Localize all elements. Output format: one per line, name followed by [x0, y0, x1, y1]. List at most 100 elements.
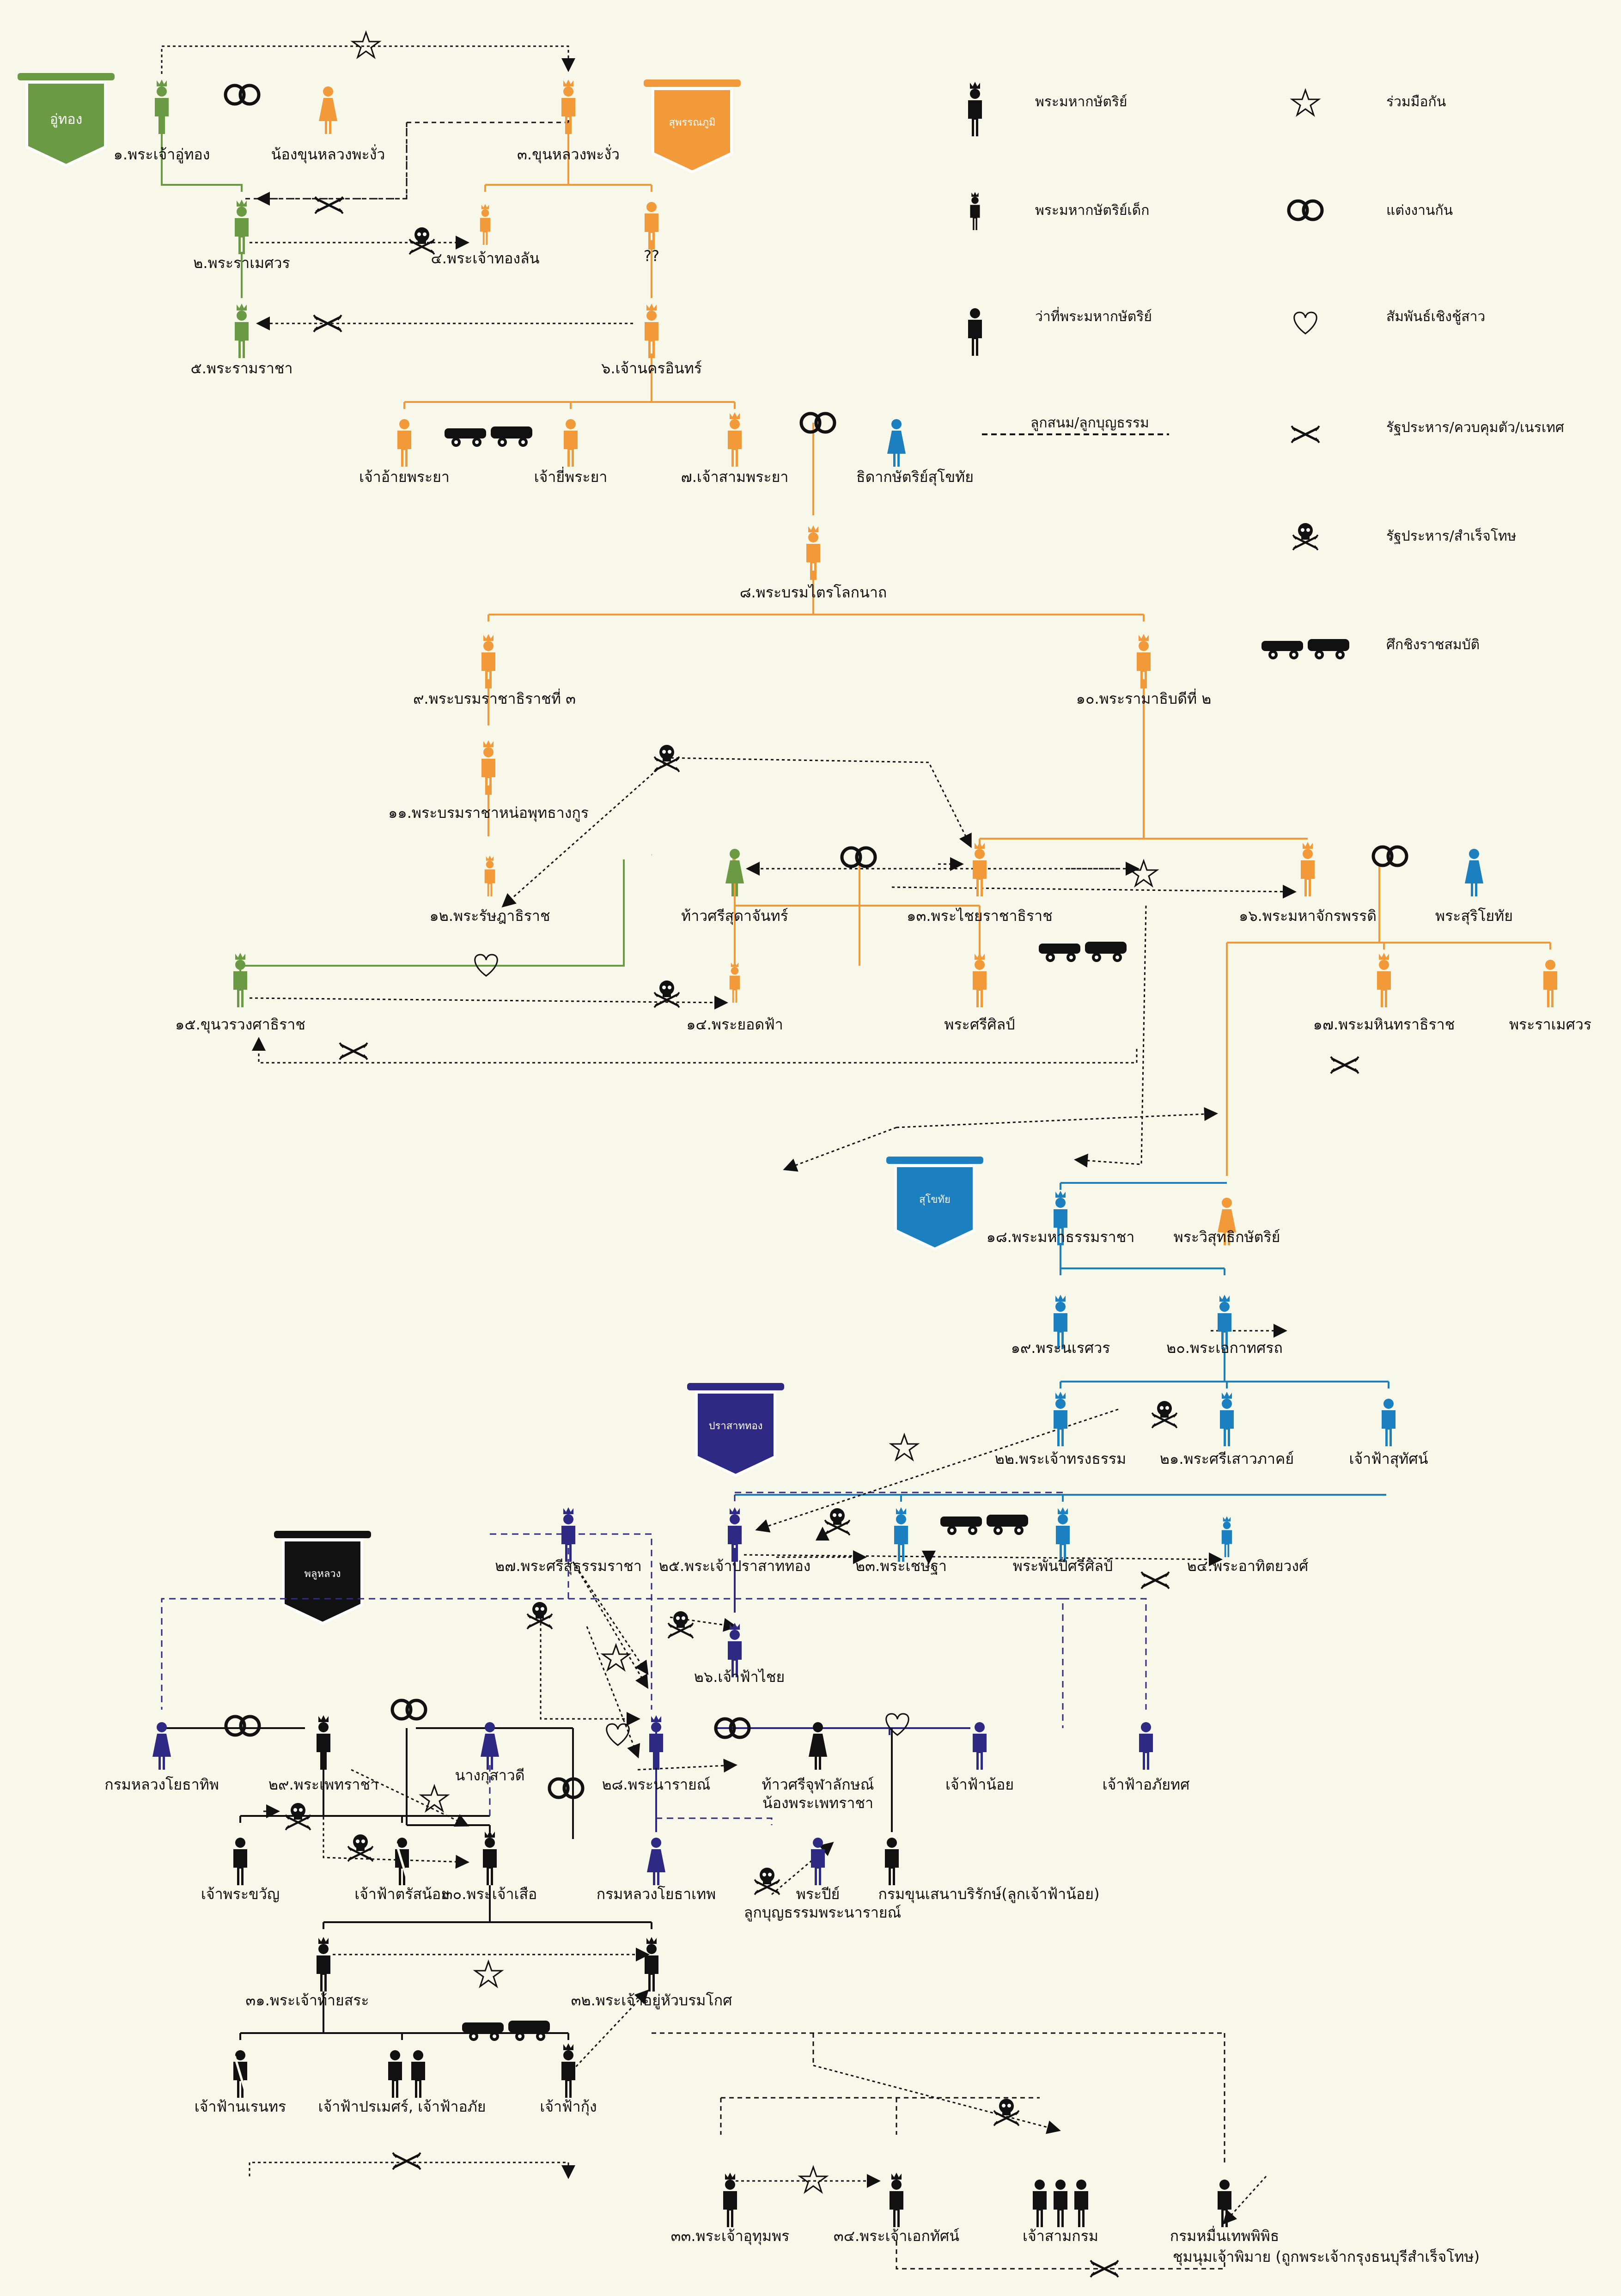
person-p1w: น้องขุนหลวงพะงั่ว: [271, 86, 385, 164]
person-p21: ๒๑.พระศรีเสาวภาคย์: [1160, 1392, 1294, 1468]
svg-text:น้องขุนหลวงพะงั่ว: น้องขุนหลวงพะงั่ว: [271, 144, 385, 164]
person-p22: ๒๒.พระเจ้าทรงธรรม: [995, 1392, 1126, 1468]
svg-text:พระมหากษัตริย์เด็ก: พระมหากษัตริย์เด็ก: [1035, 201, 1149, 219]
svg-text:เจ้าพระขวัญ: เจ้าพระขวัญ: [201, 1885, 280, 1903]
svg-text:น้องพระเพทราชา: น้องพระเพทราชา: [762, 1794, 873, 1812]
star-icon: [799, 2166, 828, 2193]
svg-text:พระราเมศวร: พระราเมศวร: [1509, 1016, 1591, 1033]
svg-text:ศึกชิงราชสมบัติ: ศึกชิงราชสมบัติ: [1386, 637, 1480, 653]
svg-text:๒๔.พระอาทิตยวงศ์: ๒๔.พระอาทิตยวงศ์: [1187, 1557, 1309, 1575]
svg-text:๓๐.พระเจ้าเสือ: ๓๐.พระเจ้าเสือ: [443, 1885, 537, 1903]
legend-future-king: ว่าที่พระมหากษัตริย์: [968, 307, 1152, 356]
marriage-icon: [842, 848, 875, 866]
star-icon: [602, 1644, 630, 1671]
svg-text:เจ้าอ้ายพระยา: เจ้าอ้ายพระยา: [359, 468, 450, 486]
marriage-icon: [392, 1700, 426, 1719]
coup-icon: [340, 1043, 367, 1060]
war-icon: [940, 1515, 1028, 1535]
svg-text:พระมหากษัตริย์: พระมหากษัตริย์: [1035, 94, 1127, 110]
person-suthat: เจ้าฟ้าสุทัศน์: [1349, 1399, 1428, 1468]
person-yi: เจ้ายี่พระยา: [534, 419, 608, 486]
svg-text:เจ้าฟ้าสุทัศน์: เจ้าฟ้าสุทัศน์: [1349, 1450, 1428, 1468]
legend-war: ศึกชิงราชสมบัติ: [1261, 637, 1480, 659]
person-yothathep: กรมหลวงโยธาเทพ: [597, 1838, 716, 1903]
banner-sukhothai-label: สุโขทัย: [919, 1194, 951, 1206]
person-yothathip: กรมหลวงโยธาทิพ: [104, 1722, 219, 1793]
svg-text:๒๓.พระเชษฐา: ๒๓.พระเชษฐา: [855, 1557, 947, 1575]
svg-text:๖.เจ้านครอินทร์: ๖.เจ้านครอินทร์: [601, 359, 702, 377]
svg-text:๑๐.พระรามาธิบดีที่ ๒: ๑๐.พระรามาธิบดีที่ ๒: [1076, 688, 1212, 707]
svg-text:ธิดากษัตริย์สุโขทัย: ธิดากษัตริย์สุโขทัย: [856, 468, 974, 486]
svg-text:๑๖.พระมหาจักรพรรดิ: ๑๖.พระมหาจักรพรรดิ: [1239, 907, 1377, 925]
person-phanpi: พระพันปีศรีศิลป์: [1013, 1507, 1113, 1575]
person-p30: ๓๐.พระเจ้าเสือ: [443, 1831, 537, 1903]
person-p8: ๘.พระบรมไตรโลกนาถ: [740, 525, 887, 601]
person-ai: เจ้าอ้ายพระยา: [359, 419, 450, 486]
svg-text:๑๕.ขุนวรวงศาธิราช: ๑๕.ขุนวรวงศาธิราช: [175, 1016, 305, 1034]
legend-adopted: ลูกสนม/ลูกบุญธรรม: [982, 415, 1169, 435]
person-srisin: พระศรีศิลป์: [944, 953, 1015, 1033]
svg-text:กรมขุนเสนาบริรักษ์(ลูกเจ้าฟ้าน: กรมขุนเสนาบริรักษ์(ลูกเจ้าฟ้าน้อย): [878, 1885, 1100, 1903]
svg-text:๓๑.พระเจ้าท้ายสระ: ๓๑.พระเจ้าท้ายสระ: [245, 1991, 369, 2009]
person-p3: ๓.ขุนหลวงพะงั่ว: [517, 79, 620, 164]
person-p2: ๒.พระราเมศวร: [193, 200, 290, 272]
coup-execute-icon: [1152, 1401, 1177, 1428]
person-p12: ๑๒.พระรัษฎาธิราช: [429, 856, 550, 925]
coup-execute-icon: [668, 1611, 693, 1638]
svg-text:๓๔.พระเจ้าเอกทัศน์: ๓๔.พระเจ้าเอกทัศน์: [834, 2227, 959, 2245]
svg-text:๕.พระรามราชา: ๕.พระรามราชา: [191, 359, 293, 377]
person-kraodi: นางกุสาวดี: [455, 1722, 525, 1784]
person-ramesuan2: พระราเมศวร: [1509, 960, 1591, 1033]
person-phrapi: พระปีย์ ลูกบุญธรรมพระนารายณ์: [744, 1838, 901, 1922]
person-naren: เจ้าฟ้านเรนทร: [195, 2050, 286, 2115]
marriage-icon: [801, 414, 835, 432]
person-p11: ๑๑.พระบรมราชาหน่อพุทธางกูร: [388, 740, 589, 822]
person-p27: ๒๗.พระศรีสุธรรมราชา: [495, 1507, 642, 1575]
svg-text:๑๔.พระยอดฟ้า: ๑๔.พระยอดฟ้า: [686, 1016, 783, 1033]
svg-text:แต่งงานกัน: แต่งงานกัน: [1386, 202, 1453, 219]
person-p19: ๑๙.พระนเรศวร: [1011, 1295, 1110, 1357]
svg-text:พระวิสุทธิกษัตริย์: พระวิสุทธิกษัตริย์: [1174, 1228, 1280, 1246]
svg-text:๒๗.พระศรีสุธรรมราชา: ๒๗.พระศรีสุธรรมราชา: [495, 1557, 642, 1575]
person-p26: ๒๖.เจ้าฟ้าไชย: [694, 1623, 785, 1686]
svg-text:๒๙.พระเพทราชา: ๒๙.พระเพทราชา: [268, 1776, 378, 1793]
svg-text:พระพันปีศรีศิลป์: พระพันปีศรีศิลป์: [1013, 1557, 1113, 1575]
svg-text:กรมหมื่นเทพพิพิธ: กรมหมื่นเทพพิพิธ: [1170, 2226, 1280, 2245]
svg-text:๓๒.พระเจ้าอยู่หัวบรมโกศ: ๓๒.พระเจ้าอยู่หัวบรมโกศ: [571, 1991, 732, 2010]
star-icon: [420, 1785, 449, 1812]
svg-text:พระปีย์: พระปีย์: [796, 1885, 840, 1903]
person-unknown: ??: [644, 202, 659, 265]
svg-text:ลูกบุญธรรมพระนารายณ์: ลูกบุญธรรมพระนารายณ์: [744, 1904, 901, 1922]
legend-coup-execute: รัฐประหาร/สำเร็จโทษ: [1293, 523, 1517, 550]
person-khwan: เจ้าพระขวัญ: [201, 1838, 280, 1903]
svg-text:นางกุสาวดี: นางกุสาวดี: [455, 1766, 524, 1784]
person-p7: ๗.เจ้าสามพระยา: [681, 412, 788, 486]
banner-suphan-label: สุพรรณภูมิ: [669, 117, 716, 128]
svg-text:๒๘.พระนารายณ์: ๒๘.พระนารายณ์: [602, 1776, 711, 1793]
person-p16: ๑๖.พระมหาจักรพรรดิ: [1239, 842, 1377, 925]
svg-text:๓๓.พระเจ้าอุทุมพร: ๓๓.พระเจ้าอุทุมพร: [671, 2227, 790, 2245]
person-trasnoi: เจ้าฟ้าตรัสน้อย: [354, 1838, 450, 1903]
svg-text:รัฐประหาร/สำเร็จโทษ: รัฐประหาร/สำเร็จโทษ: [1386, 527, 1517, 544]
person-suriyothai: พระสุริโยทัย: [1435, 849, 1513, 925]
marriage-icon: [226, 1717, 259, 1735]
svg-text:รัฐประหาร/ควบคุมตัว/เนรเทศ: รัฐประหาร/ควบคุมตัว/เนรเทศ: [1386, 420, 1564, 436]
person-p1: ๑.พระเจ้าอู่ทอง: [114, 79, 210, 164]
svg-text:??: ??: [644, 247, 659, 265]
person-p32: ๓๒.พระเจ้าอยู่หัวบรมโกศ: [571, 1937, 732, 2010]
person-p33: ๓๓.พระเจ้าอุทุมพร: [671, 2173, 790, 2245]
svg-text:กรมหลวงโยธาทิพ: กรมหลวงโยธาทิพ: [104, 1776, 219, 1793]
svg-text:ชุมนุมเจ้าพิมาย (ถูกพระเจ้ากรุ: ชุมนุมเจ้าพิมาย (ถูกพระเจ้ากรุงธนบุรีสำเ…: [1173, 2248, 1480, 2266]
person-p7w: ธิดากษัตริย์สุโขทัย: [856, 419, 974, 486]
coup-icon: [1141, 1572, 1169, 1589]
person-srichula: ท้าวศรีจุฬาลักษณ์ น้องพระเพทราชา: [762, 1722, 874, 1812]
svg-text:เจ้ายี่พระยา: เจ้ายี่พระยา: [534, 467, 608, 486]
legend-cooperate: ร่วมมือกัน: [1291, 89, 1446, 116]
person-paramet: เจ้าฟ้าปรเมศร์, เจ้าฟ้าอภัย: [318, 2050, 486, 2115]
coup-icon: [393, 2153, 420, 2169]
marriage-icon: [1373, 847, 1407, 865]
svg-text:๒.พระราเมศวร: ๒.พระราเมศวร: [193, 254, 290, 272]
person-p25: ๒๕.พระเจ้าปราสาททอง: [659, 1507, 810, 1575]
svg-text:ลูกสนม/ลูกบุญธรรม: ลูกสนม/ลูกบุญธรรม: [1030, 415, 1149, 432]
svg-text:ท้าวศรีจุฬาลักษณ์: ท้าวศรีจุฬาลักษณ์: [762, 1776, 874, 1794]
